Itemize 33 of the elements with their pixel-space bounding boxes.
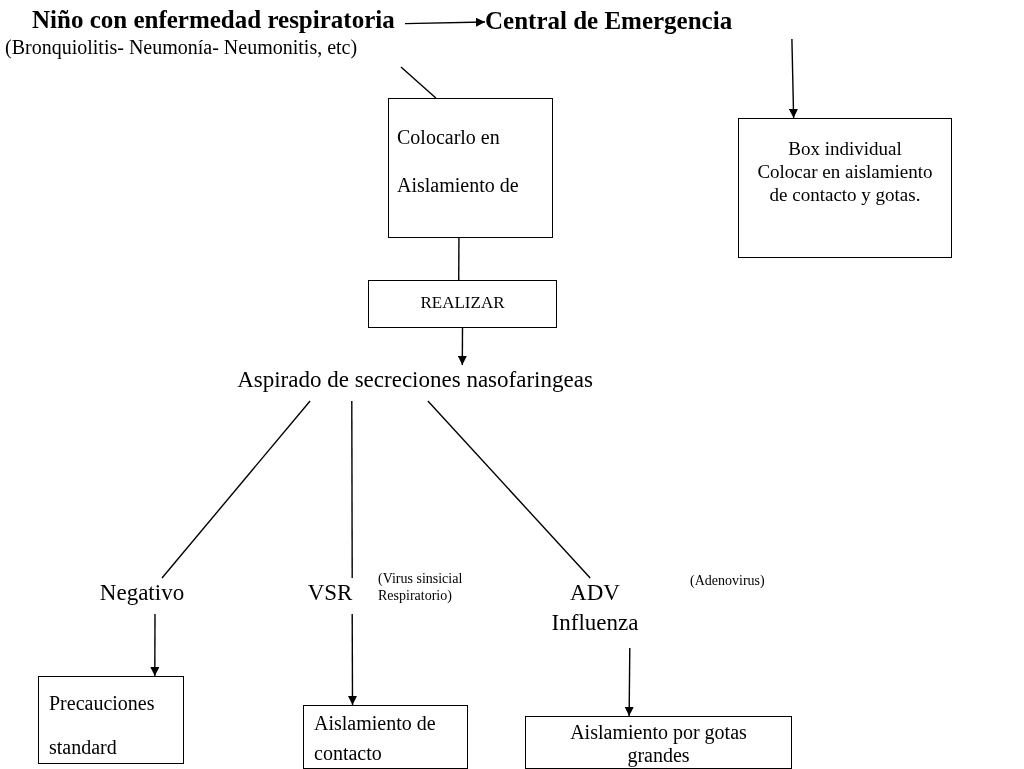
step-text: Aspirado de secreciones nasofaringeas xyxy=(236,366,594,394)
arrow xyxy=(347,613,357,706)
note-text: (Adenovirus) xyxy=(690,572,766,589)
arrow xyxy=(624,647,634,717)
heading-text: Central de Emergencia xyxy=(485,6,734,36)
box-text: REALIZAR xyxy=(419,292,506,314)
process-box xyxy=(388,98,553,238)
box-text: Aislamiento de contacto xyxy=(314,711,437,766)
connector-line xyxy=(427,400,591,579)
arrow xyxy=(404,17,486,27)
subtitle-text: (Bronquiolitis- Neumonía- Neumonitis, etc) xyxy=(5,35,359,59)
box-text: Precauciones standard xyxy=(49,691,156,760)
result-text: VSR xyxy=(306,579,354,607)
arrow xyxy=(788,38,798,119)
box-text: Colocarlo en Aislamiento de xyxy=(397,125,520,198)
process-box xyxy=(303,705,468,769)
result-text: Negativo xyxy=(98,579,186,607)
process-box xyxy=(38,676,184,764)
connector-line xyxy=(351,400,353,579)
process-box xyxy=(738,118,952,258)
connector-line xyxy=(161,400,311,579)
note-text: (Virus sinsicial Respiratorio) xyxy=(378,570,464,604)
connector-line xyxy=(458,237,460,281)
box-text: Colocar en aislamiento de contacto y gotas. xyxy=(756,160,934,206)
heading-text: Niño con enfermedad respiratoria xyxy=(31,5,396,35)
box-text: Aislamiento por gotas grandes xyxy=(569,721,748,767)
arrow xyxy=(150,613,160,677)
box-text: Box individual xyxy=(787,137,903,160)
process-box xyxy=(525,716,792,769)
process-box xyxy=(368,280,557,328)
connector-line xyxy=(400,66,437,99)
result-text: ADV Influenza xyxy=(550,579,640,637)
arrow xyxy=(457,327,467,366)
